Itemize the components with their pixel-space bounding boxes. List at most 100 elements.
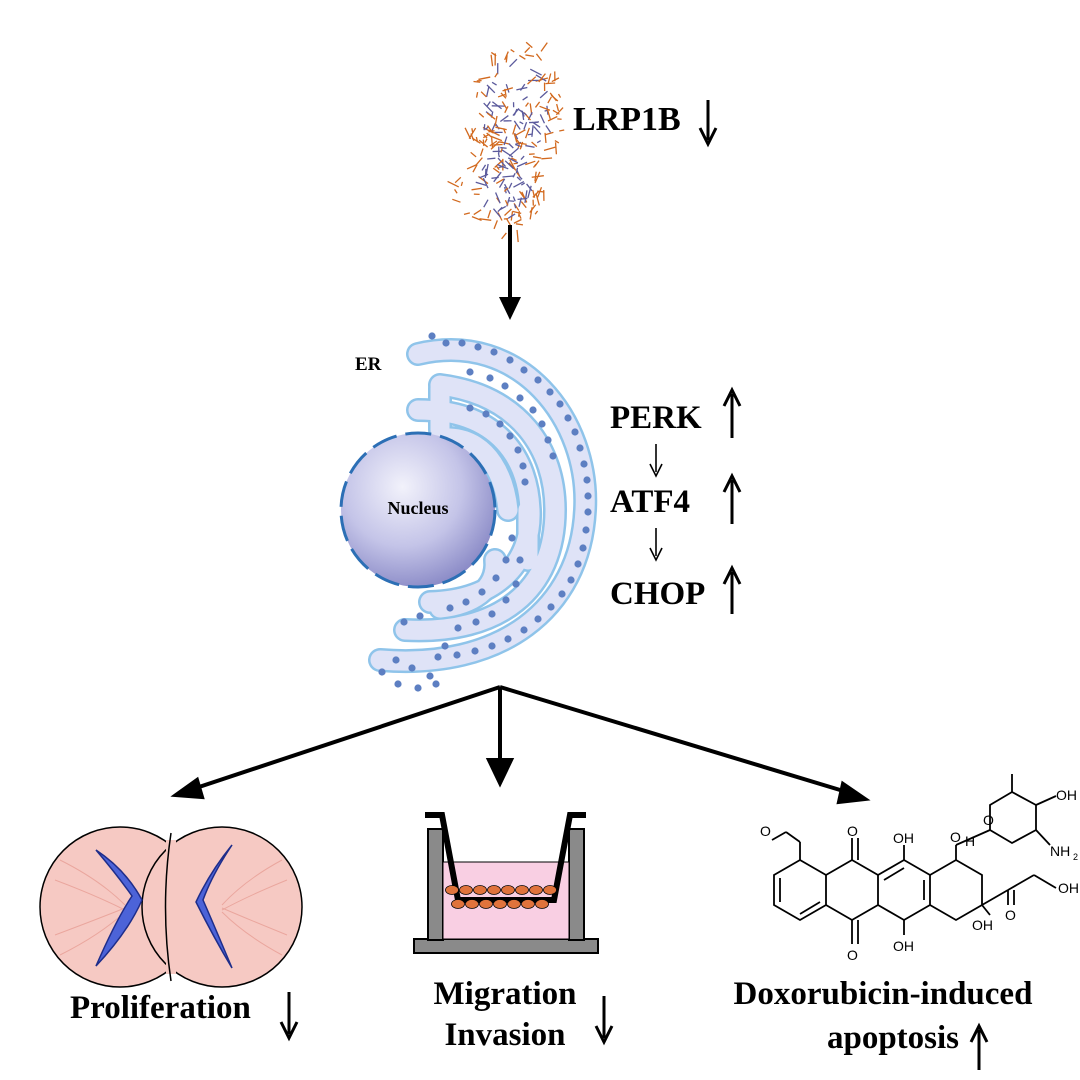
- lrp1b-label: LRP1B: [573, 101, 681, 138]
- ribosome-dot: [428, 332, 436, 340]
- ribosome-dot: [426, 672, 434, 680]
- protein-bond: [541, 157, 553, 160]
- protein-bond: [483, 124, 486, 131]
- protein-bond: [482, 139, 485, 146]
- ribosome-dot: [472, 618, 480, 626]
- protein-bond: [507, 213, 516, 219]
- proliferation-down-arrow-icon: [279, 992, 299, 1042]
- protein-bond: [532, 189, 536, 198]
- ribosome-dot: [488, 642, 496, 650]
- protein-bond: [525, 41, 533, 49]
- protein-bond: [471, 128, 474, 133]
- protein-bond: [489, 140, 498, 147]
- ribosome-dot: [502, 556, 510, 564]
- protein-bond: [463, 212, 471, 216]
- protein-bond: [501, 232, 507, 240]
- ribosome-dot: [454, 624, 462, 632]
- protein-bond: [559, 129, 565, 132]
- ribosome-dot: [580, 460, 588, 468]
- protein-bond: [535, 74, 547, 82]
- protein-bond: [508, 143, 514, 149]
- protein-bond: [536, 140, 542, 144]
- protein-bond: [524, 190, 528, 203]
- protein-bond: [519, 54, 526, 60]
- ribosome-dot: [584, 508, 592, 516]
- ribosome-dot: [492, 574, 500, 582]
- ribosome-dot: [474, 343, 482, 351]
- protein-bond: [557, 93, 562, 98]
- protein-bond: [497, 93, 506, 98]
- perk-to-atf4-arrow: [649, 444, 663, 478]
- ribosome-dot: [544, 436, 552, 444]
- cell: [445, 885, 459, 895]
- ribosome-dot: [534, 376, 542, 384]
- ribosome-dot: [556, 400, 564, 408]
- atf4-to-chop-arrow: [649, 528, 663, 562]
- protein-bond: [479, 148, 484, 157]
- chop-label: CHOP: [610, 576, 705, 612]
- protein-bond: [539, 114, 546, 124]
- svg-text:O: O: [983, 812, 994, 828]
- protein-bond: [551, 77, 560, 83]
- ribosome-dot: [478, 588, 486, 596]
- protein-bond: [527, 76, 537, 85]
- ribosome-dot: [414, 684, 422, 692]
- ribosome-dot: [583, 476, 591, 484]
- protein-bond: [534, 210, 539, 215]
- doxorubicin-structure: [771, 774, 1057, 944]
- cell: [473, 885, 487, 895]
- perk-up-arrow-icon: [722, 386, 742, 438]
- protein-bond: [523, 121, 528, 130]
- perk-label: PERK: [610, 400, 702, 436]
- protein-bond: [454, 188, 458, 194]
- protein-bond: [513, 181, 525, 188]
- ribosome-dot: [547, 603, 555, 611]
- protein-bond: [526, 183, 533, 192]
- protein-bond: [496, 163, 509, 170]
- protein-bond: [502, 175, 515, 178]
- protein-bond: [471, 137, 481, 144]
- protein-bond: [545, 82, 556, 85]
- ribosome-dot: [486, 374, 494, 382]
- ribosome-dot: [506, 356, 514, 364]
- protein-bond: [532, 163, 537, 168]
- protein-bond: [497, 152, 500, 158]
- protein-bond: [454, 176, 462, 184]
- protein-bond: [532, 156, 542, 159]
- protein-bond: [475, 92, 479, 98]
- svg-text:OH: OH: [1058, 880, 1079, 896]
- ribosome-dot: [582, 526, 590, 534]
- protein-bond: [547, 109, 552, 120]
- protein-bond: [492, 208, 501, 218]
- ribosome-dot: [512, 580, 520, 588]
- protein-bond: [504, 51, 509, 61]
- ribosome-dot: [442, 339, 450, 347]
- protein-bond: [512, 124, 517, 135]
- protein-bond: [482, 177, 489, 189]
- protein-bond: [539, 105, 551, 111]
- ribosome-dot: [466, 368, 474, 376]
- protein-bond: [507, 157, 519, 164]
- doxorubicin-atom-labels: O OH OH O O O H O OH NH 2 OH O OH: [760, 787, 1079, 963]
- protein-bond: [508, 147, 519, 157]
- protein-bond: [512, 210, 522, 215]
- ribosome-dot: [520, 366, 528, 374]
- protein-bond: [475, 181, 487, 186]
- protein-bond: [479, 173, 489, 179]
- protein-bond: [471, 187, 483, 191]
- ribosome-dot: [571, 428, 579, 436]
- cell: [451, 899, 465, 909]
- transwell-assay-illustration: [413, 812, 599, 954]
- protein-bond: [472, 164, 478, 173]
- protein-bond: [533, 126, 542, 135]
- protein-bond: [471, 216, 482, 222]
- protein-bond: [531, 141, 538, 148]
- protein-bond: [512, 196, 516, 202]
- protein-bond: [495, 165, 500, 171]
- ribosome-dot: [567, 576, 575, 584]
- ribosome-dot: [394, 680, 402, 688]
- cell: [507, 899, 521, 909]
- ribosome-dots: [378, 332, 592, 692]
- protein-bond: [473, 80, 481, 83]
- ribosome-dot: [416, 612, 424, 620]
